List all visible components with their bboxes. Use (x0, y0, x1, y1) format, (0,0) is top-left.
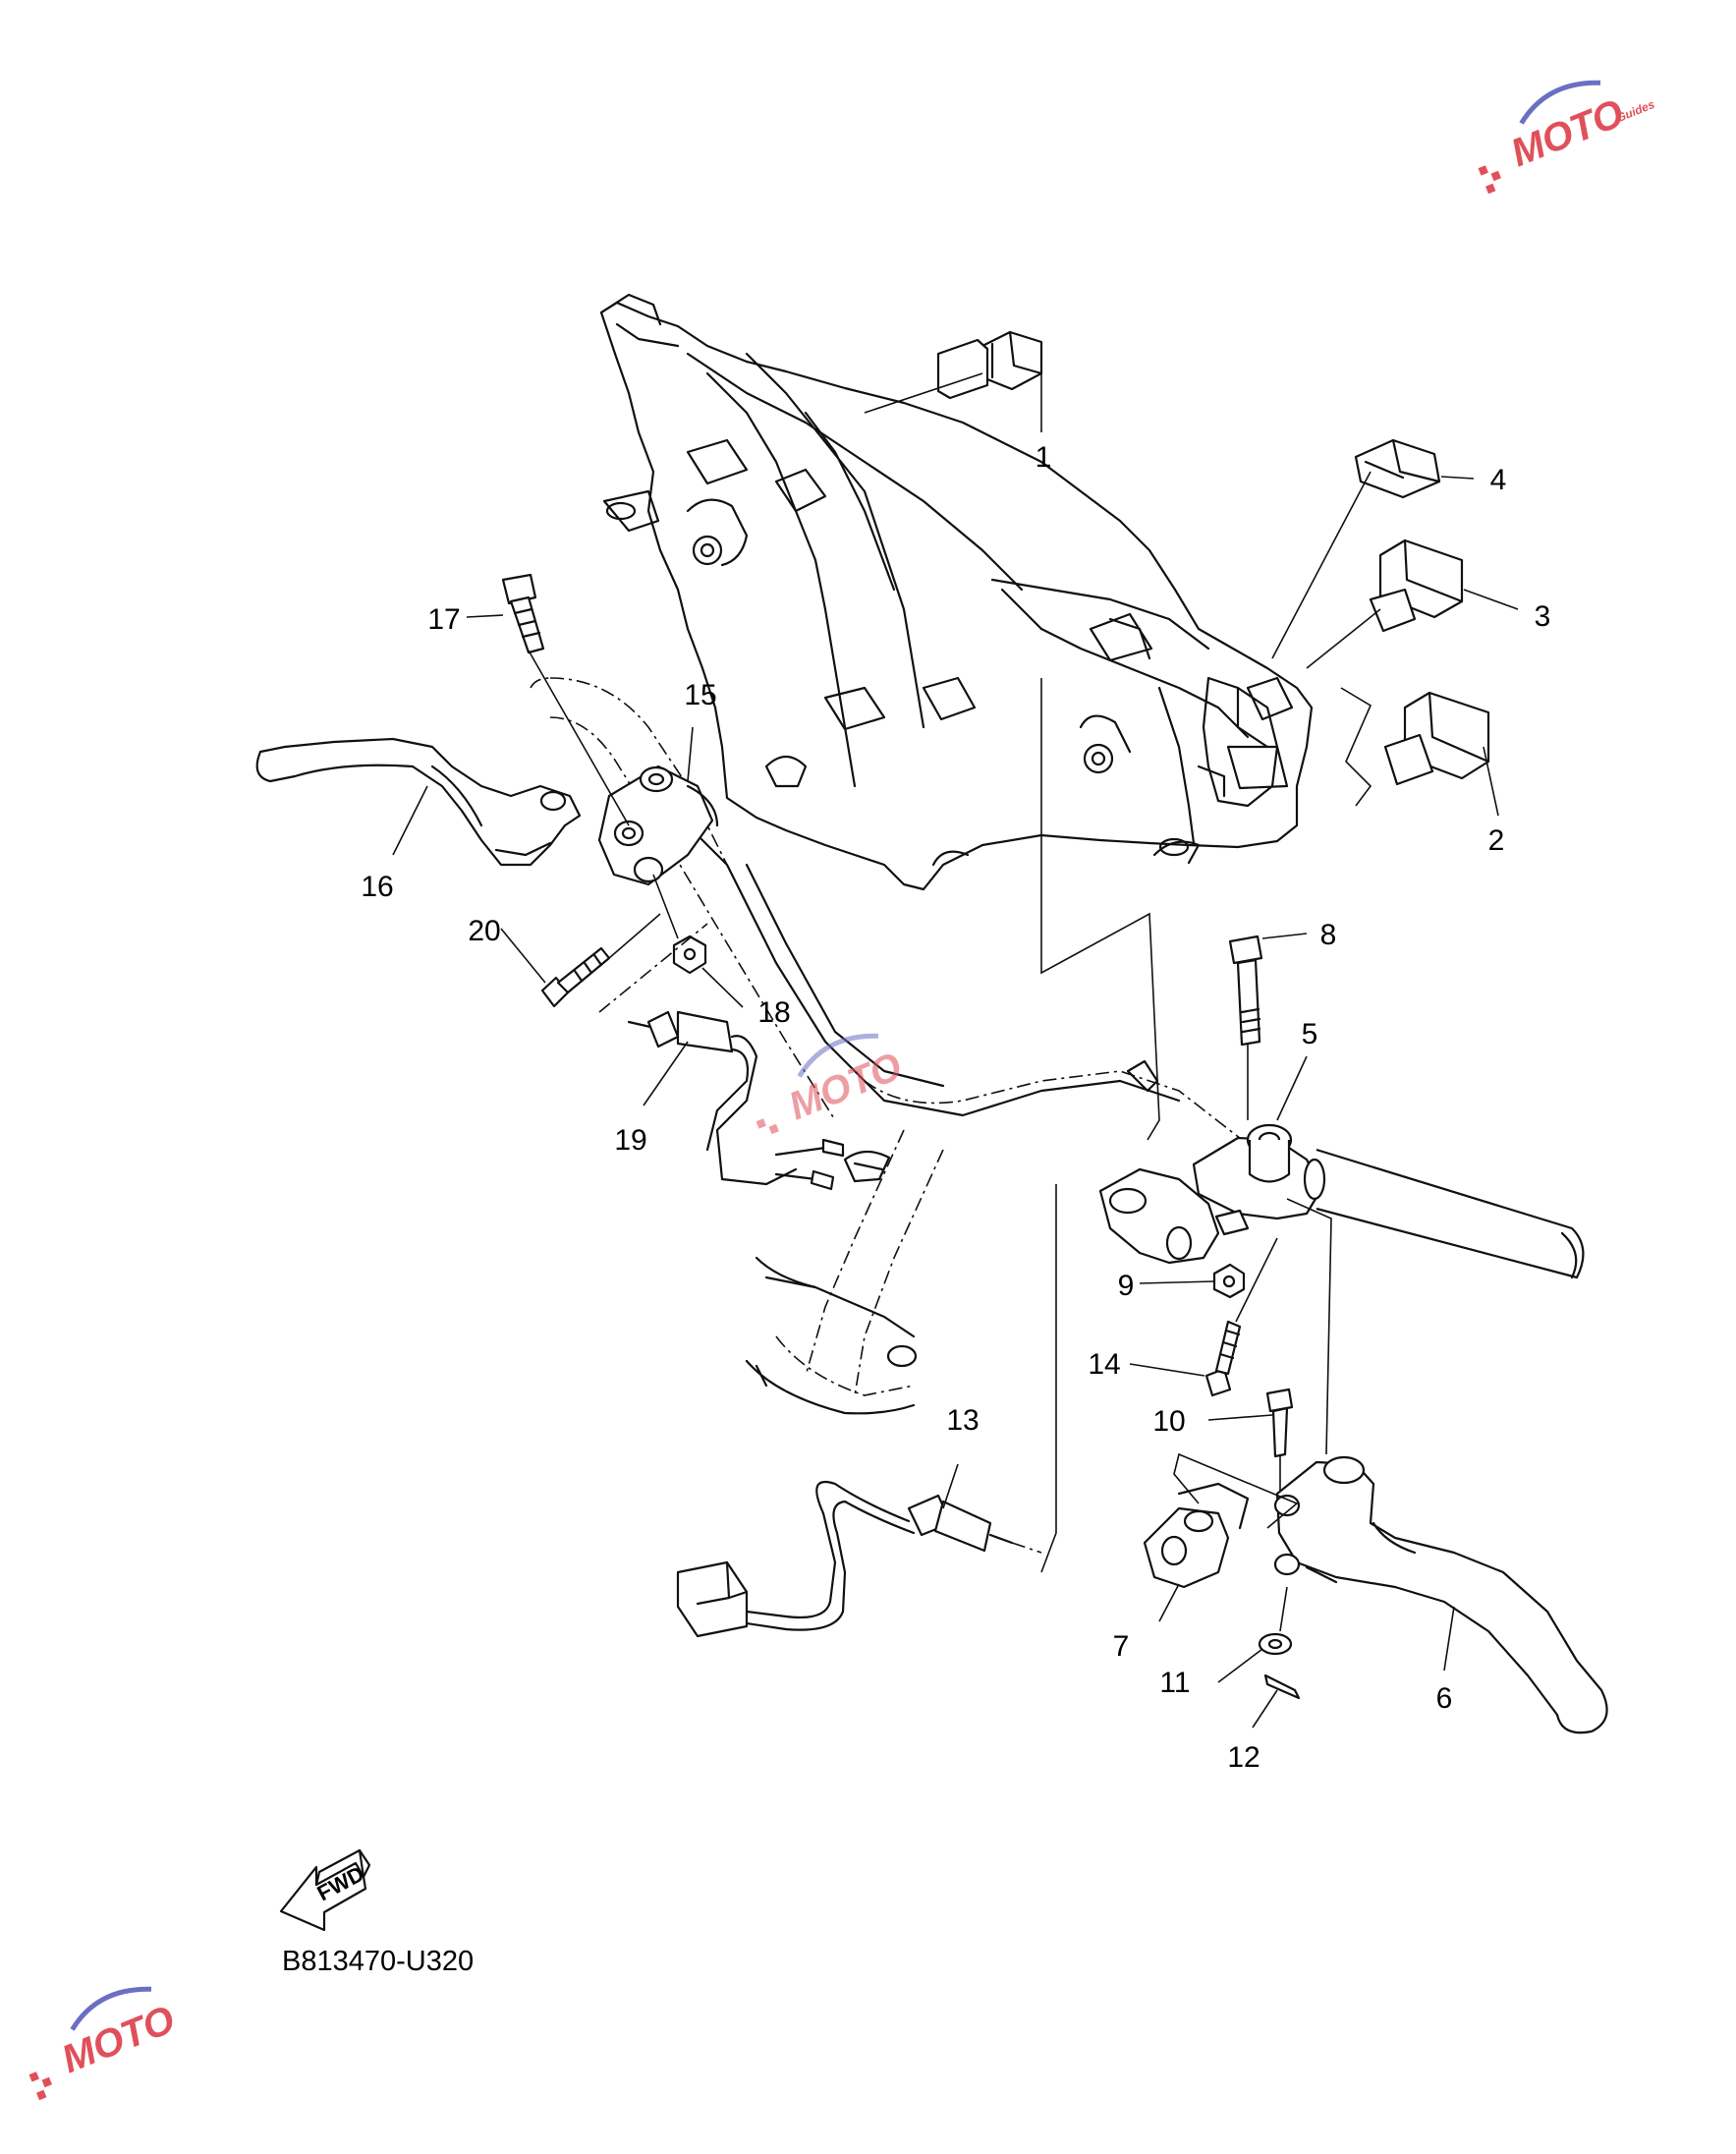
callout-13: 13 (946, 1404, 979, 1437)
callout-17: 17 (427, 603, 460, 636)
callout-2: 2 (1488, 824, 1505, 857)
callout-15: 15 (684, 679, 716, 711)
part-9-clamp-half (1098, 1167, 1250, 1299)
watermark-logo-center: MOTO (756, 1033, 908, 1135)
part-16-lever (255, 737, 582, 867)
callout-3: 3 (1535, 600, 1551, 633)
callout-19: 19 (614, 1124, 646, 1157)
connection-lines (864, 372, 1381, 1573)
fwd-arrow-icon: FWD (279, 1848, 371, 1932)
part-11-washer (1258, 1632, 1293, 1656)
callout-14: 14 (1088, 1348, 1120, 1381)
watermark-logo-bottom: MOTO (28, 1986, 181, 2101)
part-12-cotter-pin (1263, 1586, 1301, 1700)
callout-20: 20 (468, 915, 500, 947)
part-18-nut (652, 874, 707, 975)
callout-9: 9 (1118, 1270, 1135, 1302)
callout-4: 4 (1490, 464, 1507, 496)
callout-12: 12 (1227, 1741, 1260, 1774)
callout-18: 18 (757, 996, 790, 1029)
svg-text:MOTO: MOTO (783, 1045, 908, 1128)
callout-6: 6 (1436, 1682, 1453, 1715)
callout-5: 5 (1302, 1018, 1318, 1050)
callout-10: 10 (1152, 1405, 1185, 1438)
callout-8: 8 (1320, 919, 1337, 951)
callout-16: 16 (361, 871, 393, 903)
part-6-lever (1273, 1455, 1608, 1734)
part-5-clamp (1192, 1123, 1326, 1220)
callout-leaders (392, 362, 1519, 1729)
svg-text:MOTO: MOTO (1505, 91, 1630, 175)
part-8-bolt (1228, 935, 1263, 1120)
diagram-reference-code: B813470-U320 (282, 1946, 474, 1977)
part-3-switch (1369, 538, 1464, 633)
part-7-bracket (1143, 1482, 1250, 1589)
part-15-clamp (597, 765, 719, 886)
callout-7: 7 (1113, 1630, 1130, 1663)
callout-1: 1 (1036, 441, 1052, 474)
callout-11: 11 (1159, 1667, 1190, 1699)
callout-labels: 1 2 3 4 5 6 7 8 9 10 11 12 13 14 15 16 1… (361, 441, 1550, 1774)
part-20-screw (540, 913, 661, 1008)
part-2-switch (1383, 691, 1490, 786)
svg-text:MOTO: MOTO (56, 1998, 181, 2081)
part-1-switch (936, 330, 1043, 400)
watermark-logo-top: MOTO Guides (1478, 80, 1656, 195)
part-17-bolt (501, 573, 630, 826)
part-13-switch-cable (676, 1481, 1042, 1638)
part-14-screw (1204, 1237, 1278, 1397)
watermark-sub-top: Guides (1614, 97, 1656, 125)
part-19-switch-cable (598, 923, 845, 1191)
handlebar-cover (599, 293, 1314, 891)
handlebar-pipe (530, 677, 1585, 1415)
part-4-switch (1354, 438, 1441, 499)
